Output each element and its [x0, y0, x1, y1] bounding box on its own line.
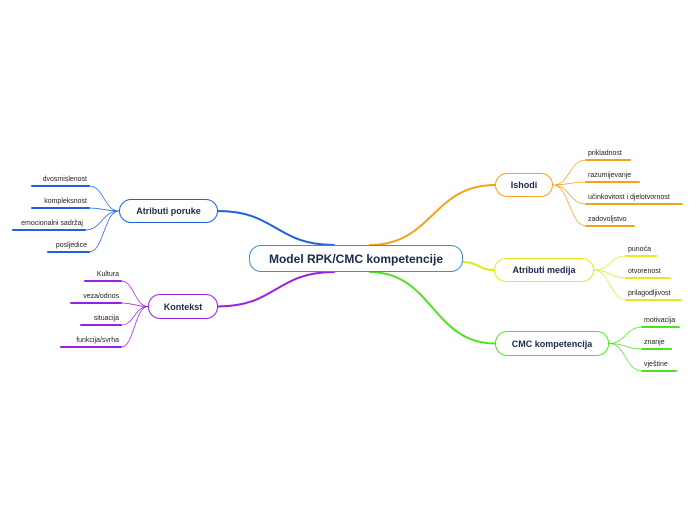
leaf-connector-cmc_kompetencija-2 [608, 343, 643, 372]
subtopic-cmc-kompetencija-2[interactable]: znanje [644, 339, 665, 346]
subtopic-cmc-kompetencija-1[interactable]: motivacija [644, 317, 676, 324]
subtopic-atributi-poruke-3[interactable]: emocionalni sadržaj [21, 220, 83, 227]
subtopic-cmc-kompetencija-3[interactable]: vještine [644, 361, 668, 368]
subtopic-kontekst-3[interactable]: situacija [93, 315, 119, 322]
leaf-connector-atributi_poruke-2 [84, 210, 120, 231]
leaf-connector-cmc_kompetencija-0 [608, 326, 643, 344]
topic-atributi-medija[interactable]: Atributi medija [494, 258, 594, 282]
leaf-connector-kontekst-1 [120, 302, 149, 307]
subtopic-atributi-poruke-2[interactable]: kompleksnost [44, 198, 87, 205]
connector-atributi_poruke [217, 210, 335, 246]
subtopic-ishodi-3[interactable]: učinkovitost i djelotvornost [588, 194, 670, 201]
topic-kontekst[interactable]: Kontekst [148, 294, 218, 319]
leaf-connector-atributi_medija-2 [593, 269, 627, 301]
connector-kontekst [217, 271, 335, 308]
leaf-connector-ishodi-0 [552, 159, 587, 186]
central-topic[interactable]: Model RPK/CMC kompetencije [249, 245, 463, 272]
leaf-connector-atributi_poruke-1 [88, 207, 120, 212]
connector-ishodi [369, 184, 496, 246]
topic-ishodi[interactable]: Ishodi [495, 173, 553, 197]
leaf-connector-ishodi-3 [552, 184, 587, 227]
subtopic-kontekst-1[interactable]: Kultura [96, 271, 119, 278]
leaf-connector-atributi_medija-0 [593, 255, 627, 271]
leaf-connector-kontekst-2 [120, 306, 149, 326]
leaf-connector-kontekst-0 [120, 280, 149, 307]
leaf-connector-atributi_poruke-0 [88, 185, 120, 212]
connector-atributi_medija [462, 261, 495, 271]
leaf-connector-ishodi-1 [552, 181, 587, 186]
subtopic-ishodi-1[interactable]: prikladnost [588, 150, 622, 157]
leaf-connector-ishodi-2 [552, 184, 587, 205]
subtopic-atributi-medija-2[interactable]: otvorenost [628, 268, 661, 275]
subtopic-ishodi-4[interactable]: zadovoljstvo [588, 216, 627, 223]
connector-cmc_kompetencija [369, 271, 496, 345]
topic-cmc-kompetencija[interactable]: CMC kompetencija [495, 331, 609, 356]
subtopic-kontekst-2[interactable]: veza/odnos [83, 293, 119, 300]
subtopic-atributi-poruke-4[interactable]: posljedice [55, 242, 87, 249]
subtopic-atributi-medija-1[interactable]: punoća [628, 246, 651, 253]
leaf-connector-atributi_poruke-3 [88, 210, 120, 253]
leaf-connector-kontekst-3 [120, 306, 149, 348]
subtopic-ishodi-2[interactable]: razumijevanje [588, 172, 632, 179]
subtopic-atributi-poruke-1[interactable]: dvosmislenost [42, 176, 87, 183]
subtopic-atributi-medija-3[interactable]: prilagodljivost [628, 290, 671, 297]
subtopic-kontekst-4[interactable]: funkcija/svrha [76, 337, 119, 344]
topic-atributi-poruke[interactable]: Atributi poruke [119, 199, 218, 223]
